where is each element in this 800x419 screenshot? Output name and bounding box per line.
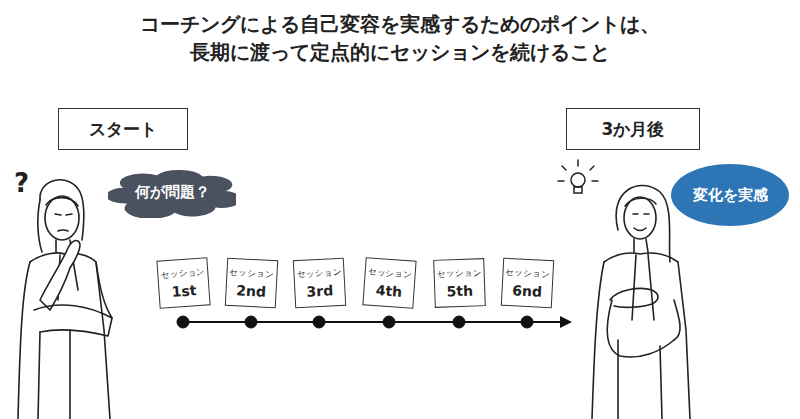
node-label: 変化を実感: [693, 186, 768, 205]
node-label: 3か月後: [602, 118, 665, 141]
session-card: セッション 6nd: [500, 258, 553, 309]
session-card: セッション4th: [362, 257, 416, 308]
lightbulb: [558, 160, 598, 193]
time-box: 3か月後: [566, 108, 700, 150]
session-number: 2nd: [235, 282, 266, 300]
card-title: セッション: [505, 266, 551, 280]
question-mark: ?: [14, 168, 29, 198]
session-card: セッション1st: [156, 257, 210, 308]
node-label: スタート: [89, 118, 157, 141]
diagram-title: コーチングによる自己変容を実感するためのポイントは、 長期に渡って定点的にセッシ…: [130, 10, 670, 66]
session-number: 6nd: [511, 282, 542, 300]
session-number: 1st: [171, 282, 197, 300]
session-card: セッション 3rd: [292, 258, 345, 309]
session-card: セッション 2nd: [224, 258, 277, 309]
card-title: セッション: [436, 267, 481, 281]
card-title: セッション: [229, 266, 275, 280]
thinking-woman: [18, 180, 112, 419]
card-title: セッション: [159, 266, 205, 281]
timeline: [177, 316, 572, 328]
session-number: 3rd: [306, 282, 333, 299]
card-title: セッション: [367, 266, 413, 281]
question-cloud: 何が問題？: [108, 166, 236, 218]
session-number: 5th: [446, 282, 473, 299]
start-box: スタート: [58, 108, 188, 150]
session-card: セッション5th: [433, 258, 486, 308]
smiling-woman: [592, 186, 690, 419]
card-title: セッション: [296, 266, 342, 280]
node-label: 何が問題？: [135, 183, 210, 202]
session-number: 4th: [375, 282, 402, 300]
result-oval: 変化を実感: [671, 164, 789, 226]
